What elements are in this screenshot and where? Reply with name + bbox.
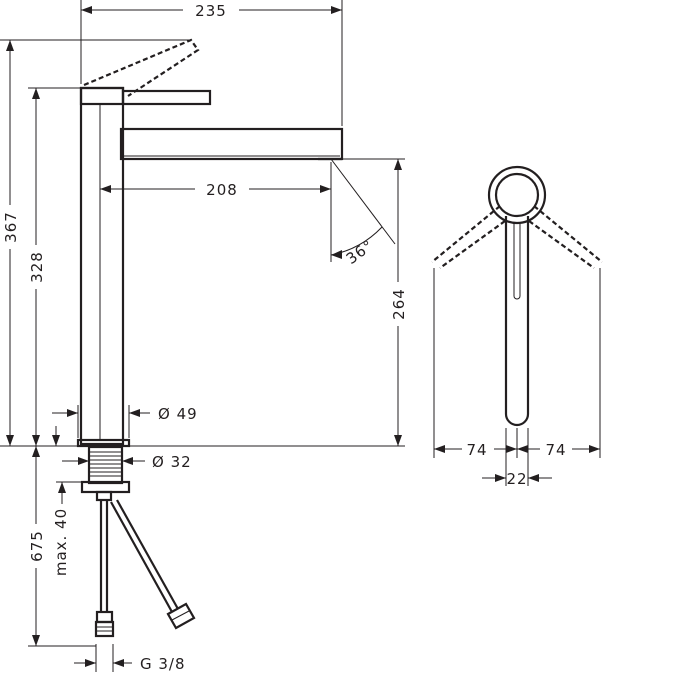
- spout: [119, 127, 344, 161]
- dim-handle-width: 22: [482, 428, 552, 488]
- label-base-diameter: Ø 49: [158, 405, 198, 423]
- body-circle: [487, 165, 547, 225]
- faucet-body: [79, 86, 125, 446]
- dim-shank-diameter: Ø 32: [62, 453, 192, 471]
- dim-handle-height: 328: [28, 87, 80, 446]
- dim-spout-angle: 36°: [330, 158, 396, 268]
- supply-hoses: [94, 499, 196, 638]
- label-handle-swing-left: 74: [466, 441, 487, 459]
- label-connection: G 3/8: [140, 655, 186, 673]
- dim-total-height: 367: [0, 39, 191, 446]
- label-total-width: 235: [195, 2, 227, 20]
- dim-spout-reach: 208: [100, 162, 332, 262]
- label-handle-swing-right: 74: [545, 441, 566, 459]
- dim-below-deck: 675: [28, 446, 96, 647]
- faucet-cap: [79, 86, 125, 106]
- handle-swing-left: [431, 205, 501, 263]
- handle-alt-position: [83, 38, 200, 97]
- dim-handle-swing: 74 74: [433, 268, 601, 459]
- handle-top-view: [504, 216, 530, 427]
- label-handle-width: 22: [506, 470, 527, 488]
- threaded-shank: [80, 445, 131, 502]
- label-max-deck: max. 40: [52, 508, 70, 576]
- faucet-side-view: [76, 38, 344, 448]
- label-spout-reach: 208: [206, 181, 238, 199]
- faucet-top-view: [431, 165, 603, 427]
- handle-swing-right: [533, 205, 603, 263]
- dim-total-width: 235: [80, 0, 343, 126]
- label-spout-angle: 36°: [343, 236, 378, 268]
- dim-spout-height: 264: [342, 158, 408, 446]
- label-total-height: 367: [2, 211, 20, 243]
- label-below-deck: 675: [28, 530, 46, 562]
- label-handle-height: 328: [28, 251, 46, 283]
- dim-max-deck: max. 40: [52, 426, 82, 578]
- dim-base-diameter: Ø 49: [52, 405, 198, 438]
- handle-lever: [121, 89, 212, 106]
- dim-connection: G 3/8: [74, 644, 186, 673]
- label-spout-height: 264: [390, 288, 408, 320]
- label-shank-diameter: Ø 32: [152, 453, 192, 471]
